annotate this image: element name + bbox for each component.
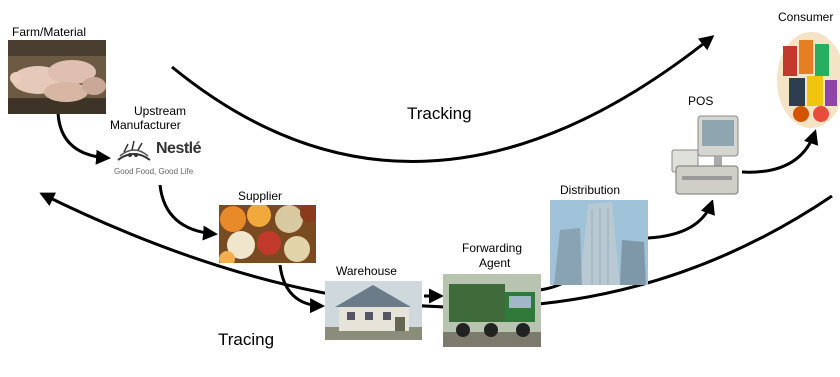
pos-terminal-image [668, 110, 742, 200]
consumer-label: Consumer [778, 10, 834, 24]
distribution-building-image [550, 200, 648, 285]
upstream-label-line1: Upstream [134, 104, 187, 118]
arrow-manufacturer-to-supplier [158, 184, 218, 241]
warehouse-label: Warehouse [336, 264, 397, 278]
tracing-label: Tracing [218, 330, 275, 349]
nestle-logo: Nestlé Good Food, Good Life [112, 136, 216, 178]
tracking-arrow [171, 35, 715, 164]
forwarding-label-line1: Forwarding [462, 241, 523, 255]
arrow-farm-to-manufacturer [56, 111, 111, 165]
truck-image [443, 274, 541, 347]
forwarding-label-line2: Agent [479, 256, 511, 270]
supplier-food-image [219, 205, 316, 263]
distribution-label: Distribution [560, 183, 621, 197]
nestle-brand-text: Nestlé [156, 140, 202, 157]
nestle-nest-icon [117, 140, 151, 161]
farm-label: Farm/Material [12, 25, 87, 39]
upstream-label-line2: Manufacturer [110, 118, 181, 132]
nestle-tagline: Good Food, Good Life [114, 167, 194, 176]
warehouse-image [325, 281, 422, 340]
supplier-label: Supplier [238, 189, 283, 203]
arrow-distribution-to-pos [647, 199, 715, 240]
arrow-supplier-to-warehouse [278, 264, 325, 314]
pos-label: POS [688, 94, 714, 108]
arrow-pos-to-consumer [741, 129, 819, 174]
tracking-label: Tracking [407, 104, 472, 123]
tracing-arrow [39, 192, 833, 309]
consumer-groceries-image [775, 26, 840, 128]
farm-pigs-image [8, 40, 106, 114]
